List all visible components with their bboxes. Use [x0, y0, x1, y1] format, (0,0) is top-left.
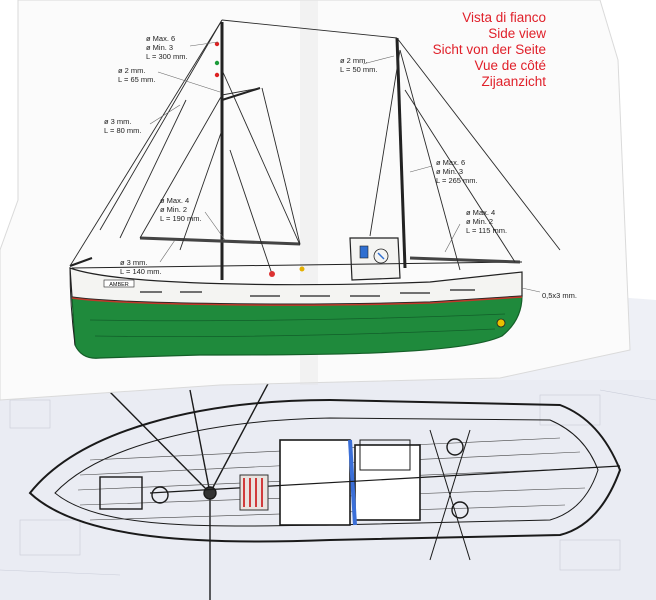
dim-foremast-top: ø Max. 6 ø Min. 3 L = 300 mm.	[146, 34, 188, 61]
dimension-leaders	[149, 41, 541, 293]
dim-bowsprit: ø 3 mm. L = 140 mm.	[120, 258, 162, 276]
dim-mizzen-top: ø 2 mm. L = 50 mm.	[340, 56, 377, 74]
dim-mizzen-boom-line-2: ø Min. 2	[466, 217, 494, 226]
title-block: Vista di fianco Side view Sicht von der …	[326, 10, 546, 90]
mast-light-red-2	[214, 72, 220, 78]
coil-3	[451, 501, 469, 519]
dim-bowsprit-line-2: L = 140 mm.	[120, 267, 162, 276]
dim-mizzen-mast-line-2: ø Min. 3	[436, 167, 464, 176]
dim-mizzen-mast-line-3: L = 265 mm.	[436, 176, 478, 185]
title-line-dutch: Zijaanzicht	[481, 74, 546, 89]
dim-foremast-yard-line-1: ø 2 mm.	[118, 66, 146, 75]
dim-foremast-yard-line-2: L = 65 mm.	[118, 75, 156, 84]
top-view-hull-inner	[54, 417, 599, 527]
dim-mizzen-top-line-1: ø 2 mm.	[340, 56, 368, 65]
top-view-stay-4	[189, 389, 211, 494]
deck-fitting-yellow	[299, 266, 305, 272]
bulwark-rail	[71, 261, 523, 269]
dim-foremast-top-line-3: L = 300 mm.	[146, 52, 188, 61]
dim-mizzen-top-line-2: L = 50 mm.	[340, 65, 378, 74]
dim-foremast-boom-line-1: ø Max. 4	[160, 196, 190, 205]
dim-foremast-yard: ø 2 mm. L = 65 mm.	[118, 66, 155, 84]
dim-mizzen-mast: ø Max. 6 ø Min. 3 L = 265 mm.	[436, 158, 478, 185]
fore-gaff	[221, 87, 261, 101]
top-view-hull-outer	[28, 398, 622, 543]
coil-2	[446, 438, 464, 456]
side-view-drawing: AMBER	[69, 19, 561, 359]
title-line-english: Side view	[488, 26, 546, 41]
bowsprit	[69, 257, 93, 267]
mast-light-green	[214, 60, 220, 66]
hatch-aft-2	[354, 444, 421, 521]
dim-planking: 0,5x3 mm.	[542, 291, 577, 300]
title-line-french: Vue de côté	[474, 58, 546, 73]
deck-fitting-red	[269, 271, 275, 277]
dim-foremast-boom: ø Max. 4 ø Min. 2 L = 190 mm.	[160, 196, 202, 223]
hatch-aft-3	[359, 439, 411, 471]
dim-bowsprit-line-1: ø 3 mm.	[120, 258, 148, 267]
dim-foremast-gaff-line-2: L = 80 mm.	[104, 126, 142, 135]
deckhouse-wheel	[373, 248, 389, 264]
dim-mizzen-mast-line-1: ø Max. 6	[436, 158, 466, 167]
dim-foremast-boom-line-3: L = 190 mm.	[160, 214, 202, 223]
dim-foremast-boom-line-2: ø Min. 2	[160, 205, 188, 214]
hatch-forward	[99, 476, 143, 510]
dim-foremast-gaff: ø 3 mm. L = 80 mm.	[104, 117, 141, 135]
lower-sheet-grid	[0, 389, 656, 576]
top-view-stay-3	[209, 379, 271, 494]
mizzen-boom	[409, 256, 521, 264]
dim-mizzen-boom-line-1: ø Max. 4	[466, 208, 496, 217]
deckhouse-window	[359, 245, 369, 259]
fore-boom	[139, 236, 301, 246]
boot-stripe	[71, 296, 523, 306]
hull-white	[69, 267, 523, 305]
dim-mizzen-boom: ø Max. 4 ø Min. 2 L = 115 mm.	[466, 208, 507, 235]
mast-light-red	[214, 41, 220, 47]
hull-nameplate: AMBER	[109, 282, 129, 288]
top-view-stay-1	[109, 391, 211, 494]
top-view-drawing	[28, 379, 622, 600]
stern-emblem	[496, 318, 506, 328]
dim-foremast-top-line-2: ø Min. 3	[146, 43, 174, 52]
coil-1	[151, 486, 169, 504]
dim-foremast-gaff-line-1: ø 3 mm.	[104, 117, 132, 126]
dim-planking-line-1: 0,5x3 mm.	[542, 291, 578, 300]
title-line-italian: Vista di fianco	[462, 10, 546, 25]
hull-nameplate-box	[103, 279, 135, 288]
title-line-german: Sicht von der Seite	[432, 42, 546, 57]
mizzen-mast	[395, 37, 407, 269]
dim-foremast-top-line-1: ø Max. 6	[146, 34, 176, 43]
dim-mizzen-boom-line-3: L = 115 mm.	[466, 226, 508, 235]
